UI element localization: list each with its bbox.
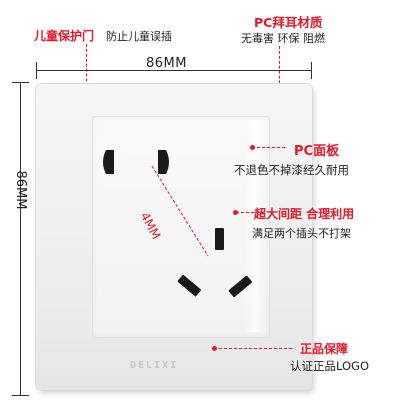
three-pin-left-hole <box>177 274 201 297</box>
width-dimension-tick-left <box>36 62 37 79</box>
height-dimension-tick-bottom <box>12 395 29 396</box>
callout-pc-panel-leader <box>252 147 285 148</box>
two-pin-right-hole <box>158 150 169 174</box>
height-dimension-line <box>20 82 21 396</box>
spacing-leader-line <box>151 165 209 257</box>
width-dimension-line <box>36 70 312 71</box>
callout-pc-panel-dot <box>250 145 255 150</box>
height-dimension-tick-top <box>12 82 29 83</box>
callout-pc-ears-leader <box>279 46 280 108</box>
callout-genuine-title: 正品保障 <box>300 342 349 356</box>
three-pin-right-hole <box>228 275 252 298</box>
two-pin-socket <box>103 150 169 174</box>
socket-face <box>92 116 270 338</box>
callout-child-door-title: 儿童保护门 <box>34 29 95 43</box>
width-dimension-tick-right <box>311 62 312 79</box>
callout-spacing-sub: 满足两个插头不打架 <box>252 227 351 240</box>
callout-genuine-sub: 认证正品LOGO <box>290 359 370 373</box>
two-pin-left-hole <box>103 150 114 174</box>
callout-spacing-dot <box>233 210 238 215</box>
three-pin-socket <box>177 228 252 298</box>
callout-pc-ears-sub: 无毒害 环保 阻燃 <box>241 32 325 45</box>
callout-pc-panel-title: PC面板 <box>294 144 340 159</box>
brand-logo: DELIXI <box>130 360 179 371</box>
callout-pc-ears-title: PC拜耳材质 <box>254 15 323 30</box>
callout-pc-panel-sub: 不退色不掉漆经久耐用 <box>234 163 349 177</box>
width-dimension-label: 86MM <box>146 56 187 71</box>
callout-genuine-dot <box>212 346 217 351</box>
callout-spacing-title: 超大间距 合理利用 <box>254 207 355 221</box>
callout-child-door-sub: 防止儿童误插 <box>106 30 172 43</box>
three-pin-top-hole <box>215 228 224 250</box>
callout-genuine-leader <box>214 348 292 349</box>
callout-spacing-leader <box>236 212 264 213</box>
